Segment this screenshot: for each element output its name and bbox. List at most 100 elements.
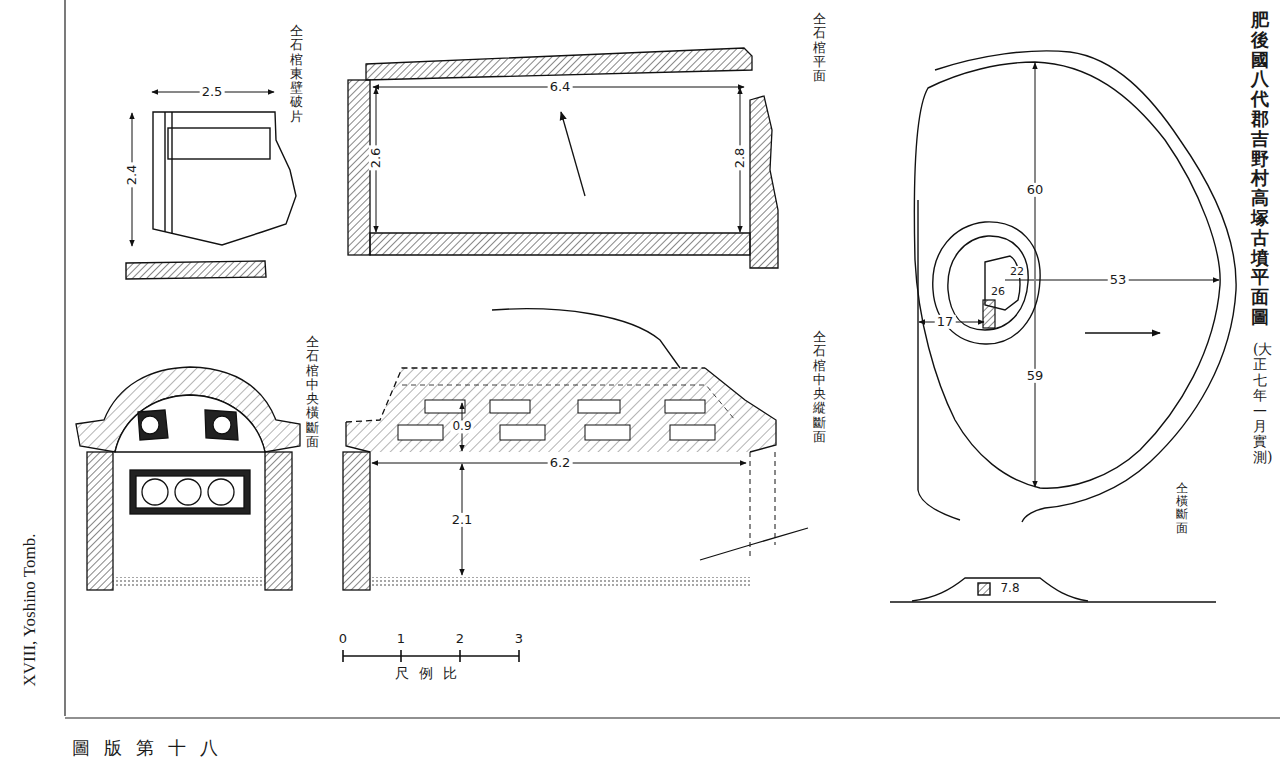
mound-plan [948,236,1028,330]
dimension: 2.4 [125,163,139,188]
wall-fragment [171,112,172,234]
wall-fragment [168,128,270,159]
dimension: 6.2 [548,456,573,470]
scale-number: 0 [337,632,349,646]
north-arrow [561,112,585,196]
transverse-section [76,367,300,452]
longitudinal-section [670,425,715,440]
transverse-section [115,395,265,452]
direction-arrow [1085,332,1160,333]
transverse-section [87,452,113,590]
transverse-section [130,470,250,514]
scale-bar [343,655,519,657]
dimension-line [1005,280,1034,281]
figure-title: 仝石棺東壁破片 [290,24,303,124]
plate-caption: XVIII, Yoshino Tomb. [20,534,40,687]
scale-number: 3 [513,632,525,646]
scale-bar [459,650,461,662]
longitudinal-section [425,400,465,413]
transverse-section [138,410,168,440]
figure-title: 仝石棺平面 [813,12,826,83]
dimension: 2.1 [450,513,475,527]
scale-bar [400,650,402,662]
plate-title: 肥後國八代郡吉野村高塚古墳平面圖 [1251,10,1269,327]
mound-section [912,578,1088,601]
figure-title: 仝石棺中央縱斷面 [813,330,826,444]
coffin-marker [983,300,995,328]
dimension: 7.8 [998,582,1021,595]
longitudinal-section [585,425,630,440]
longitudinal-section [705,368,776,452]
mound-section [890,601,1216,602]
plate-number: 圖版第十八 [72,736,232,760]
dimension-line [919,63,1219,487]
transverse-section [142,479,168,505]
transverse-section [213,416,231,434]
coffin-plan [348,80,370,255]
plate-frame [65,717,1280,718]
longitudinal-section [578,400,620,413]
figure-title: 仝石棺中央橫斷面 [306,335,319,449]
mound-section [890,578,1216,602]
coffin-plan [366,48,752,80]
transverse-section [76,367,300,590]
transverse-section [136,476,244,508]
longitudinal-section [700,528,808,560]
dimension: 17 [935,315,956,329]
transverse-section [205,410,238,440]
mound-plan [914,62,1220,488]
dimension: 60 [1025,183,1046,197]
dimension: 0.9 [450,420,473,433]
longitudinal-section [500,425,545,440]
dimension: 26 [989,286,1007,298]
scale-number: 2 [454,632,466,646]
wall-fragment [153,112,296,245]
wall-fragment [126,261,266,279]
scale-bar [518,650,520,662]
longitudinal-section [346,422,370,452]
dimension-line [132,92,274,246]
longitudinal-section [775,452,776,545]
dimension: 6.4 [548,80,573,94]
transverse-section [113,577,265,587]
dimension: 2.5 [200,85,225,99]
longitudinal-section [346,368,776,452]
mound-plan [933,222,1040,344]
dimension: 2.8 [733,146,747,171]
mound-plan [918,200,960,520]
longitudinal-section [343,452,370,590]
longitudinal-section [370,577,750,586]
longitudinal-section [402,385,735,420]
transverse-section [175,479,201,505]
mound-section [978,583,990,595]
longitudinal-section [398,425,443,440]
mound-plan [935,51,1236,522]
coffin-plan [370,233,750,255]
coffin-plan [750,96,778,268]
transverse-section [265,452,292,590]
scale-bar [343,650,519,662]
plate-frame [64,0,65,716]
dimension-line [373,87,744,232]
plate-frame [65,0,1280,718]
survey-date: (大正七年一月實測) [1253,342,1267,465]
figure-title: 仝橫斷面 [1176,482,1188,535]
scale-number: 1 [395,632,407,646]
scale-title: 尺例比 [393,666,469,681]
longitudinal-section [343,309,808,590]
dimension: 53 [1108,273,1129,287]
transverse-section [141,416,159,434]
dimension: 22 [1008,266,1026,278]
wall-fragment [126,112,296,279]
dimension-line [1035,63,1036,487]
longitudinal-section [398,400,715,440]
dimension-line [372,403,746,575]
longitudinal-section [750,452,751,560]
scale-bar [342,650,344,662]
mound-plan [914,51,1236,522]
coffin-plan [348,48,778,268]
wall-fragment [164,112,165,232]
longitudinal-section [665,400,705,413]
dimension: 59 [1025,369,1046,383]
